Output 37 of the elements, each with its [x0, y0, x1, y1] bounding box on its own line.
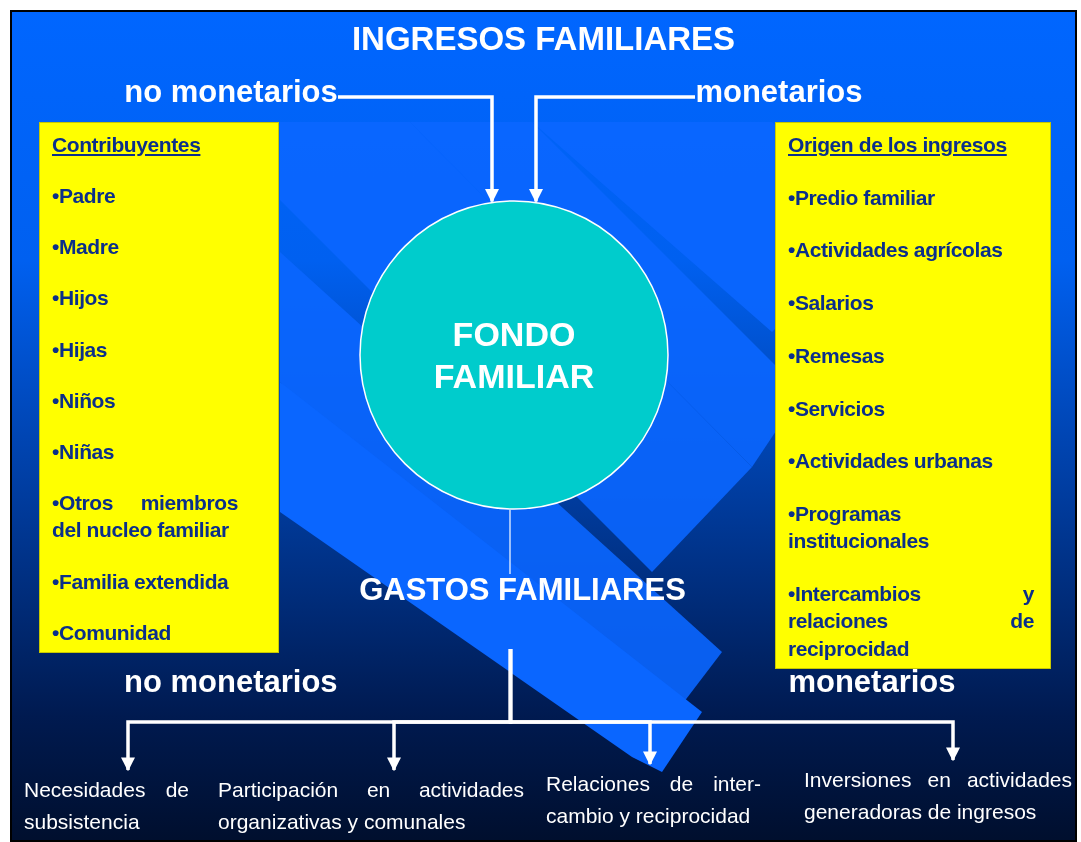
list-heading: Contribuyentes — [52, 132, 202, 158]
list-item: •Intercambios y relaciones de reciprocidad — [788, 581, 1034, 662]
list-item: •Familia extendida — [52, 568, 230, 595]
heading-text: monetarios — [787, 664, 957, 700]
list-item: •Actividades urbanas — [788, 448, 994, 475]
list-panel — [775, 122, 1051, 669]
circle-label: FONDO FAMILIAR — [432, 313, 596, 397]
arrow — [338, 95, 499, 203]
outcome-text: Inversiones en actividades generadoras de ingresos — [804, 764, 1072, 828]
list-item: •Hijos — [52, 285, 110, 312]
heading-text: GASTOS FAMILIARES — [359, 572, 686, 614]
arrow — [508, 649, 960, 762]
list-item: •Salarios — [788, 290, 875, 317]
connector-line — [509, 509, 511, 575]
list-item: •Servicios — [788, 395, 886, 422]
outcome-text: Necesidades de subsistencia — [24, 774, 189, 838]
list-item: •Programas institucionales — [788, 501, 931, 555]
list-panel — [39, 122, 279, 653]
outcome-text: Relaciones de inter- cambio y reciprocidad — [546, 768, 761, 832]
list-item: •Remesas — [788, 342, 886, 369]
list-item: •Hijas — [52, 336, 109, 363]
list-item: •Niñas — [52, 438, 116, 465]
fund-circle — [359, 200, 669, 510]
list-item: •Padre — [52, 183, 117, 210]
list-item: •Comunidad — [52, 619, 172, 646]
list-item: •Madre — [52, 234, 120, 261]
list-item: •Predio familiar — [788, 184, 936, 211]
list-item: •Actividades agrícolas — [788, 237, 1004, 264]
list-item: •Otros miembros del nucleo familiar — [52, 490, 238, 544]
heading-text: no monetarios — [124, 664, 339, 700]
heading-text: monetarios — [695, 74, 863, 116]
outcome-text: Participación en actividades organizativas y comunales — [218, 774, 524, 838]
heading-text: no monetarios — [124, 74, 338, 116]
list-item: •Niños — [52, 387, 117, 414]
arrow — [529, 95, 695, 203]
list-heading: Origen de los ingresos — [788, 132, 1008, 158]
diagram-title: INGRESOS FAMILIARES — [350, 20, 737, 58]
